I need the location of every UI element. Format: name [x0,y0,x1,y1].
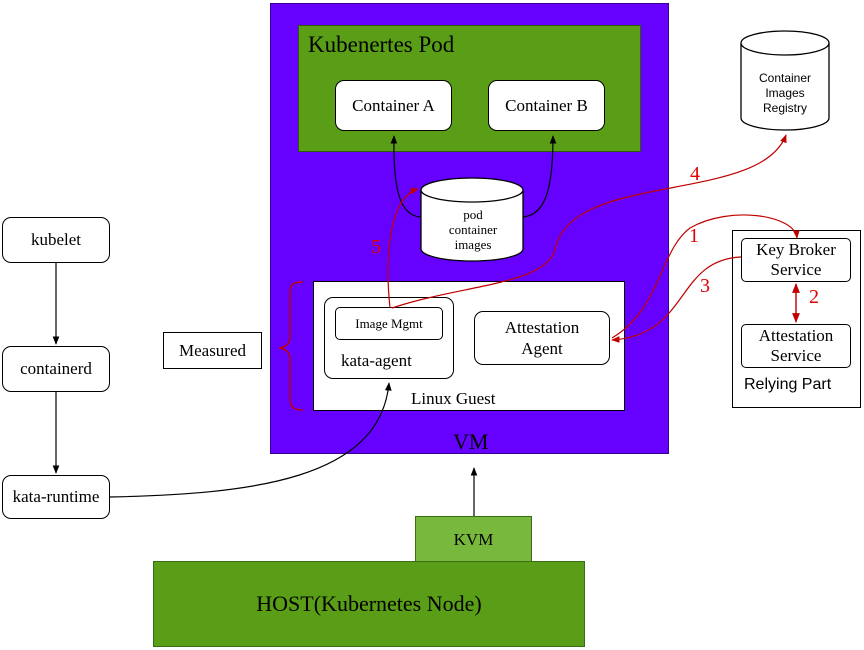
registry-line-1: Container [758,71,812,85]
registry-cylinder [740,30,830,131]
step-5-label: 5 [371,236,381,258]
measured-brace [278,281,304,411]
flow-4-arrow [391,134,787,309]
host-node: HOST(Kubernetes Node) [153,561,585,647]
pod-images-line-3: images [454,237,492,252]
attestation-service-line-2: Service [770,346,822,365]
vm-label: VM [453,429,489,454]
container-a: Container A [335,80,452,131]
flow-3-arrow [611,256,742,343]
container-b: Container B [488,80,605,131]
step-1-label: 1 [689,225,699,247]
image-mgmt: Image Mgmt [335,307,443,340]
key-broker-service: Key Broker Service [741,238,851,282]
relying-party-label: Relying Part [744,376,832,393]
pod-images-line-1: pod [463,207,483,222]
pod-images-cylinder [420,177,524,262]
pod-title: Kubenertes Pod [308,32,455,57]
step-4-label: 4 [690,163,700,185]
kata-runtime-to-kata-agent-arrow [109,382,392,498]
kubelet-box: kubelet [2,217,110,263]
step-2-label: 2 [809,286,819,308]
host-label: HOST(Kubernetes Node) [256,591,482,616]
attestation-service-line-1: Attestation [758,326,834,345]
pod-images-line-2: container [448,222,498,237]
pod-images-to-container-a [390,135,421,218]
pod-images-to-container-b [522,135,557,218]
pod-images-label: pod container images [428,207,518,252]
linux-guest-label: Linux Guest [411,389,496,408]
attestation-agent-line-1: Attestation [504,318,580,337]
flow-1-arrow [611,214,800,339]
attestation-agent: Attestation Agent [474,311,610,365]
containerd-box: containerd [2,346,110,392]
attestation-service: Attestation Service [741,324,851,368]
flow-5-arrow [387,187,419,309]
registry-label: Container Images Registry [742,71,828,116]
measured-label: Measured [163,332,262,369]
registry-line-3: Registry [762,101,807,115]
key-broker-line-1: Key Broker [756,240,836,259]
kata-runtime-box: kata-runtime [2,475,110,519]
kata-agent-label: kata-agent [341,351,412,370]
attestation-agent-line-2: Agent [521,339,563,358]
step-3-label: 3 [700,275,710,297]
key-broker-line-2: Service [770,260,822,279]
kvm-label: KVM [453,530,494,549]
registry-line-2: Images [765,86,805,100]
